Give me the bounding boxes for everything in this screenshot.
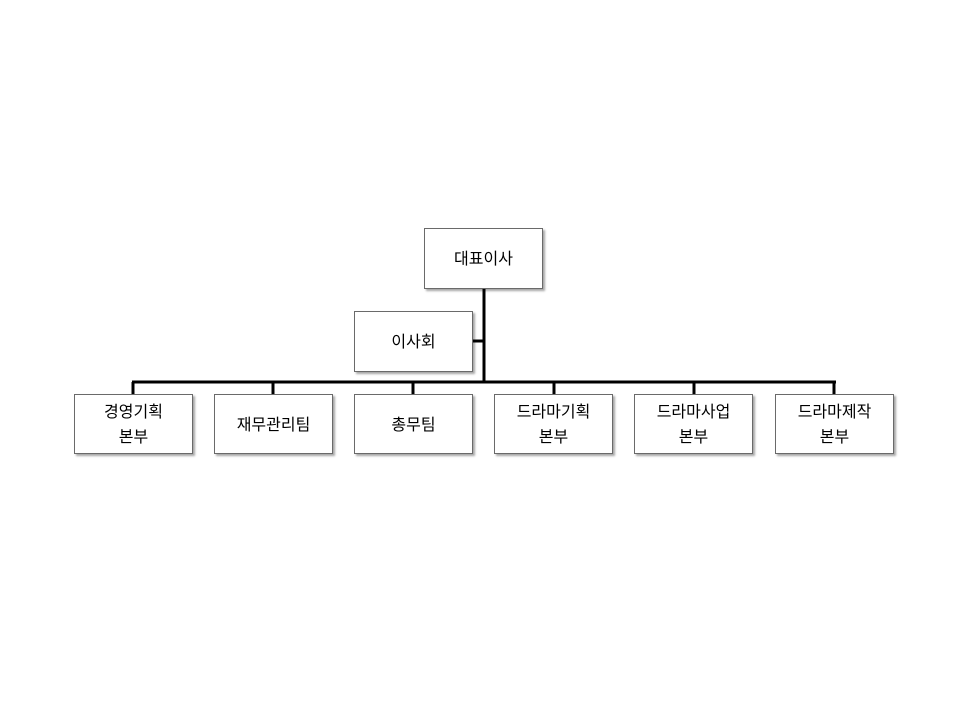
dept-label-line1: 드라마제작 [797, 402, 872, 421]
dept-label-line2: 본부 [538, 427, 569, 446]
dept-label-line1: 재무관리팀 [236, 414, 311, 434]
dept-box-drama-planning: 드라마기획 본부 [494, 394, 613, 454]
dept-label-line2: 본부 [678, 427, 709, 446]
dept-label-line1: 드라마사업 [656, 402, 731, 421]
dept-label-line1: 드라마기획 [516, 402, 591, 421]
ceo-label: 대표이사 [454, 249, 513, 268]
dept-label-line2: 본부 [819, 427, 850, 446]
ceo-box: 대표이사 [424, 228, 543, 289]
dept-box-drama-production: 드라마제작 본부 [775, 394, 894, 454]
dept-box-finance: 재무관리팀 [214, 394, 333, 454]
dept-label-line1: 경영기획 [104, 402, 163, 421]
dept-box-general-affairs: 총무팀 [354, 394, 473, 454]
dept-box-drama-business: 드라마사업 본부 [634, 394, 753, 454]
dept-label-line2: 본부 [118, 427, 149, 446]
dept-label-line1: 총무팀 [391, 414, 436, 434]
board-box: 이사회 [354, 311, 473, 372]
board-label: 이사회 [391, 332, 436, 351]
dept-box-management-planning: 경영기획 본부 [74, 394, 193, 454]
